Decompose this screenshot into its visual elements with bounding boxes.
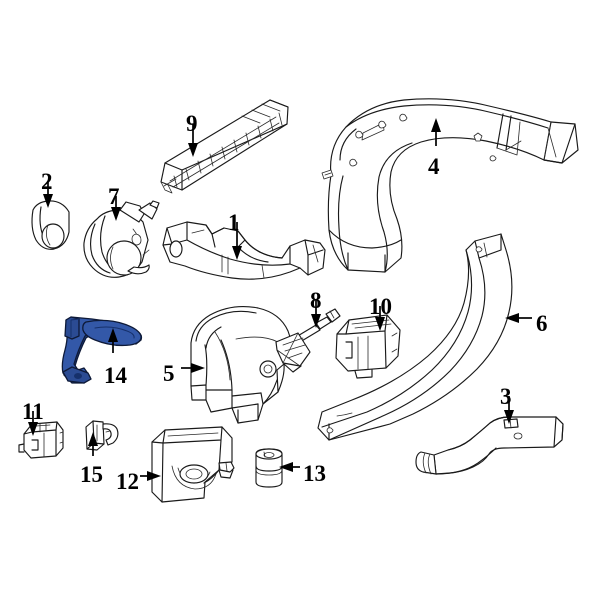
- callout-label-13: 13: [303, 461, 326, 486]
- part-5-blower-housing: [190, 305, 311, 424]
- callout-label-11: 11: [22, 399, 44, 424]
- callout-label-4: 4: [428, 154, 440, 179]
- part-10-blower-motor-resistor: [335, 314, 401, 379]
- callout-label-7: 7: [108, 184, 120, 209]
- callout-label-14: 14: [104, 363, 127, 388]
- part-12-evaporator-case: [151, 426, 235, 503]
- callout-label-5: 5: [163, 361, 175, 386]
- part-14-duct-bracket-highlighted: [61, 316, 143, 384]
- part-3-drain-hose: [415, 416, 564, 475]
- part-2-grommet-seal: [31, 200, 70, 250]
- callout-label-12: 12: [116, 469, 139, 494]
- part-4-upper-air-duct: [321, 98, 579, 273]
- callout-label-1: 1: [228, 210, 240, 235]
- callout-label-9: 9: [186, 111, 198, 136]
- callout-label-2: 2: [41, 169, 53, 194]
- part-1-air-duct-center: [162, 221, 326, 280]
- callout-label-10: 10: [369, 294, 392, 319]
- part-7-blower-motor-assembly: [83, 200, 160, 278]
- part-8-mounting-screw: [295, 308, 341, 343]
- part-9-defroster-grille: [160, 99, 289, 194]
- callout-label-6: 6: [536, 311, 548, 336]
- part-11-electrical-connector: [18, 421, 64, 459]
- callout-label-15: 15: [80, 462, 103, 487]
- leader-lines: [28, 118, 532, 481]
- callout-label-8: 8: [310, 288, 322, 313]
- part-6-lower-air-duct: [317, 233, 513, 441]
- part-13-receiver-drier: [255, 448, 283, 488]
- callout-label-3: 3: [500, 384, 512, 409]
